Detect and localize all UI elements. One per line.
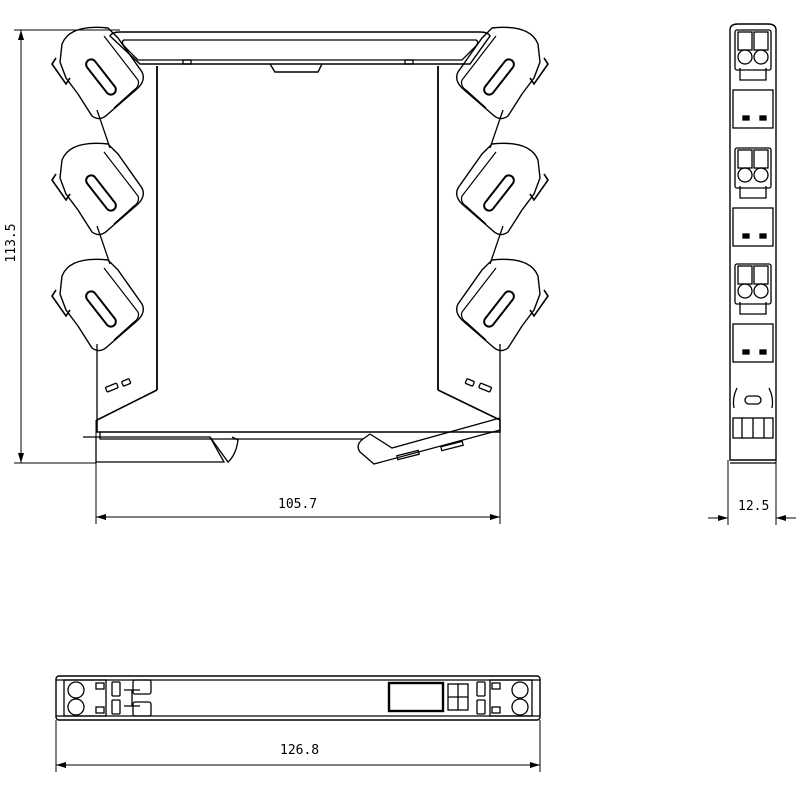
dimension-depth-label: 105.7 xyxy=(278,497,318,512)
side-view xyxy=(51,26,548,465)
terminal-block-left-3 xyxy=(51,258,145,352)
dimension-height-label: 113.5 xyxy=(4,219,19,267)
dimension-width xyxy=(708,460,796,525)
dimension-depth xyxy=(95,420,501,524)
terminal-block-left-2 xyxy=(51,142,145,236)
terminal-block-right-2 xyxy=(457,143,548,234)
terminal-block-right-1 xyxy=(457,27,548,118)
dimension-length-label: 126.8 xyxy=(280,743,320,758)
dimension-length xyxy=(55,720,541,772)
front-view xyxy=(729,23,777,464)
dimension-width-label: 12.5 xyxy=(738,499,770,514)
dimension-height xyxy=(14,29,120,464)
top-view xyxy=(55,675,541,721)
terminal-block-right-3 xyxy=(457,259,548,350)
terminal-block-left-1 xyxy=(51,26,145,120)
